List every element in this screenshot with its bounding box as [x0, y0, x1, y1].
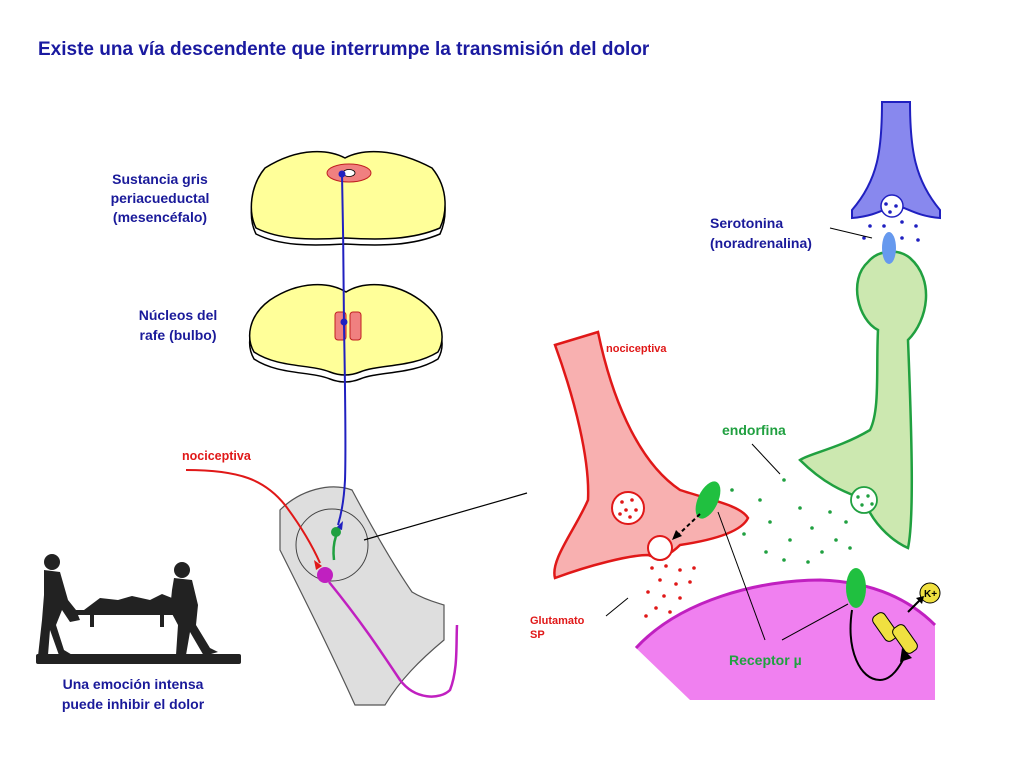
endorphin-vesicle-dots	[856, 494, 874, 507]
fusing-vesicle	[647, 535, 673, 561]
glutamato-label-2: SP	[530, 629, 545, 641]
vesicle-contents	[618, 498, 638, 519]
pag-neuron	[338, 170, 346, 178]
raphe-label-1: Núcleos del	[139, 307, 218, 323]
emotion-label-1: Una emoción intensa	[63, 676, 204, 692]
projection-axon	[328, 581, 459, 698]
synaptic-vesicle	[611, 491, 645, 525]
descending-pathway	[337, 173, 347, 526]
k-ion-icon	[919, 582, 941, 604]
raphe-nucleus-right	[349, 311, 362, 341]
pag-label-2: periacueductal	[111, 190, 210, 206]
magnified-region-circle	[295, 508, 369, 582]
serotonin-dots	[862, 202, 920, 242]
nociceptive-fiber-left	[185, 469, 321, 564]
receptor-label: Receptor µ	[729, 652, 802, 668]
projection-neuron	[317, 567, 333, 583]
potassium-channel	[872, 612, 918, 654]
raphe-neuron	[340, 318, 348, 326]
mu-receptor-presynaptic	[695, 481, 721, 519]
stretcher-soldiers-icon	[36, 554, 241, 664]
nociceptive-terminal	[314, 560, 322, 570]
pag-label-1: Sustancia gris	[112, 171, 208, 187]
nociceptiva-label-left: nociceptiva	[182, 449, 252, 463]
emotion-label-2: puede inhibir el dolor	[62, 696, 205, 712]
endorfina-label: endorfina	[722, 422, 786, 438]
zoom-line	[363, 492, 528, 541]
nociceptiva-label-right: nociceptiva	[606, 343, 667, 355]
k-efflux-arrow	[849, 609, 906, 682]
serotonin-receptor	[882, 232, 896, 264]
postsynaptic-neuron	[636, 580, 935, 700]
midbrain-section	[250, 150, 446, 246]
pag-label-3: (mesencéfalo)	[113, 209, 207, 225]
serotonin-label-1: Serotonina	[710, 215, 783, 231]
mu-receptor-postsynaptic	[846, 568, 866, 608]
interneuron-axon	[332, 535, 338, 561]
endorphin-vesicle	[850, 486, 878, 514]
glutamato-label-1: Glutamato	[530, 615, 585, 627]
spinal-cord-dorsal-horn	[279, 486, 445, 706]
serotonin-vesicle	[880, 194, 904, 218]
postsynaptic-membrane	[634, 578, 937, 650]
interneuron-cell	[331, 527, 341, 537]
medulla-section	[248, 283, 443, 383]
raphe-label-2: rafe (bulbo)	[140, 327, 217, 343]
page-title: Existe una vía descendente que interrump…	[38, 39, 650, 60]
k-ion-label: K+	[924, 589, 937, 600]
serotonin-label-2: (noradrenalina)	[710, 235, 812, 251]
glutamate-dots	[644, 564, 696, 618]
